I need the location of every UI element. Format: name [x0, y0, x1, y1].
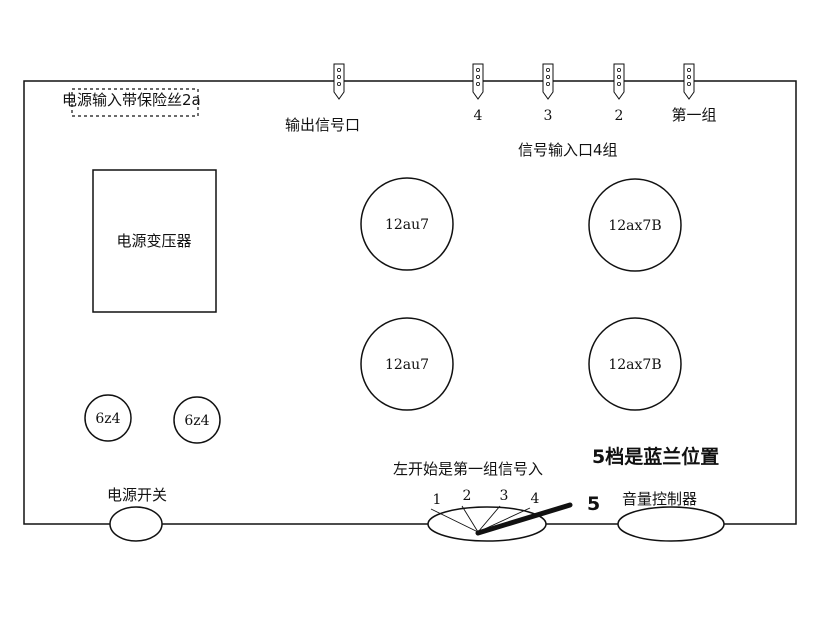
signal-output-label: 输出信号口 — [285, 116, 360, 134]
tube-12ax7b-bottom-label: 12ax7B — [608, 357, 661, 373]
tube-12ax7b-top — [588, 178, 682, 272]
transformer-label: 电源变压器 — [116, 232, 191, 250]
input-selector-knob — [427, 506, 547, 542]
volume-knob — [617, 506, 725, 542]
selector-pos-2: 2 — [463, 488, 472, 504]
tube-12ax7b-top-label: 12ax7B — [608, 218, 661, 234]
fuse-input-box — [71, 88, 199, 117]
port-4-label: 4 — [474, 108, 483, 124]
blue-position-note: 5档是蓝兰位置 — [592, 445, 719, 468]
power-switch-label: 电源开关 — [107, 486, 167, 504]
chassis-outline — [23, 80, 797, 525]
power-transformer-box — [92, 169, 217, 313]
tube-12au7-top-label: 12au7 — [385, 217, 429, 233]
rectifier-tube-left-label: 6z4 — [95, 411, 120, 427]
power-switch — [109, 506, 163, 542]
input-jack-2 — [613, 63, 625, 100]
rectifier-tube-right — [173, 396, 221, 444]
selector-pointer — [475, 502, 573, 536]
tube-12au7-bottom-label: 12au7 — [385, 357, 429, 373]
port-3-label: 3 — [544, 108, 553, 124]
selector-tick-3 — [477, 505, 501, 533]
volume-control-label: 音量控制器 — [622, 490, 697, 508]
selector-tick-1 — [430, 508, 479, 533]
tube-12ax7b-bottom — [588, 317, 682, 411]
selector-pos-3: 3 — [500, 488, 509, 504]
input-jack-4 — [472, 63, 484, 100]
selector-tick-2 — [461, 505, 479, 533]
input-jack-3 — [542, 63, 554, 100]
tube-12au7-top — [360, 177, 454, 271]
selector-note-label: 左开始是第一组信号入 — [393, 460, 543, 478]
port-1-label: 第一组 — [671, 106, 716, 124]
output-jack — [333, 63, 345, 100]
port-2-label: 2 — [615, 108, 624, 124]
signal-input-group-label: 信号输入口4组 — [518, 141, 618, 159]
selector-pos-1: 1 — [433, 492, 442, 508]
fuse-input-label: 电源输入带保险丝2a — [62, 91, 201, 109]
input-jack-1 — [683, 63, 695, 100]
rectifier-tube-right-label: 6z4 — [184, 413, 209, 429]
tube-12au7-bottom — [360, 317, 454, 411]
selector-pos-5: 5 — [587, 493, 600, 515]
rectifier-tube-left — [84, 394, 132, 442]
selector-pos-4: 4 — [531, 491, 540, 507]
